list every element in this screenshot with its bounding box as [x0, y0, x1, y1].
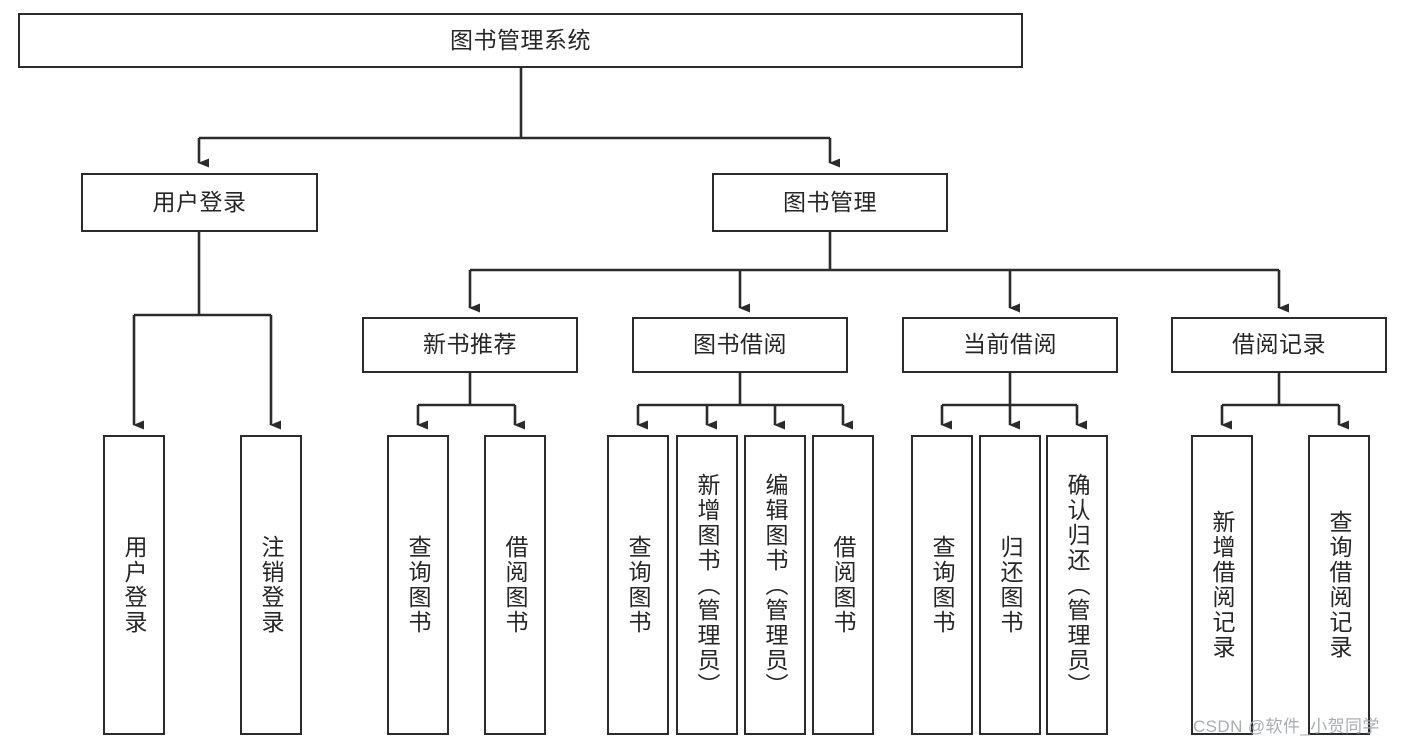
leaf-borrow-query-book[interactable]: 查询图书	[607, 435, 669, 735]
node-label: 借阅图书	[502, 535, 529, 635]
node-label: 查询图书	[929, 535, 956, 635]
node-root-book-management-system[interactable]: 图书管理系统	[18, 13, 1023, 68]
leaf-user-login-signin[interactable]: 用户登录	[103, 435, 165, 735]
leaf-user-login-logout[interactable]: 注销登录	[240, 435, 302, 735]
node-new-book-recommendation[interactable]: 新书推荐	[362, 317, 578, 373]
leaf-current-confirm-return-admin[interactable]: 确认归还（管理员）	[1046, 435, 1108, 735]
node-label: 归还图书	[997, 535, 1024, 635]
leaf-current-query-book[interactable]: 查询图书	[911, 435, 973, 735]
leaf-record-add-borrow-record[interactable]: 新增借阅记录	[1191, 435, 1253, 735]
node-label: 图书管理系统	[450, 26, 591, 53]
node-label: 借阅记录	[1232, 331, 1326, 358]
node-label: 查询图书	[625, 535, 652, 635]
node-label: 查询图书	[405, 535, 432, 635]
leaf-record-query-borrow-record[interactable]: 查询借阅记录	[1308, 435, 1370, 735]
node-current-borrowing[interactable]: 当前借阅	[902, 317, 1118, 373]
leaf-current-return-book[interactable]: 归还图书	[979, 435, 1041, 735]
node-label: 新增图书（管理员）	[694, 472, 721, 698]
node-label: 当前借阅	[963, 331, 1057, 358]
node-label: 图书管理	[783, 188, 877, 215]
node-user-login[interactable]: 用户登录	[81, 173, 318, 232]
node-book-management[interactable]: 图书管理	[712, 173, 948, 232]
node-label: 新书推荐	[423, 331, 517, 358]
node-label: 查询借阅记录	[1326, 510, 1353, 660]
node-label: 编辑图书（管理员）	[762, 472, 789, 698]
leaf-new-book-query-book[interactable]: 查询图书	[387, 435, 449, 735]
leaf-borrow-edit-book-admin[interactable]: 编辑图书（管理员）	[744, 435, 806, 735]
node-label: 用户登录	[152, 188, 247, 215]
node-label: 确认归还（管理员）	[1064, 472, 1091, 698]
node-label: 新增借阅记录	[1209, 510, 1236, 660]
node-book-borrowing[interactable]: 图书借阅	[632, 317, 848, 373]
leaf-borrow-borrow-book[interactable]: 借阅图书	[812, 435, 874, 735]
leaf-new-book-borrow-book[interactable]: 借阅图书	[484, 435, 546, 735]
leaf-borrow-add-book-admin[interactable]: 新增图书（管理员）	[676, 435, 738, 735]
node-borrowing-record[interactable]: 借阅记录	[1171, 317, 1387, 373]
node-label: 借阅图书	[830, 535, 857, 635]
node-label: 注销登录	[258, 535, 285, 635]
node-label: 用户登录	[121, 535, 148, 635]
node-label: 图书借阅	[693, 331, 787, 358]
